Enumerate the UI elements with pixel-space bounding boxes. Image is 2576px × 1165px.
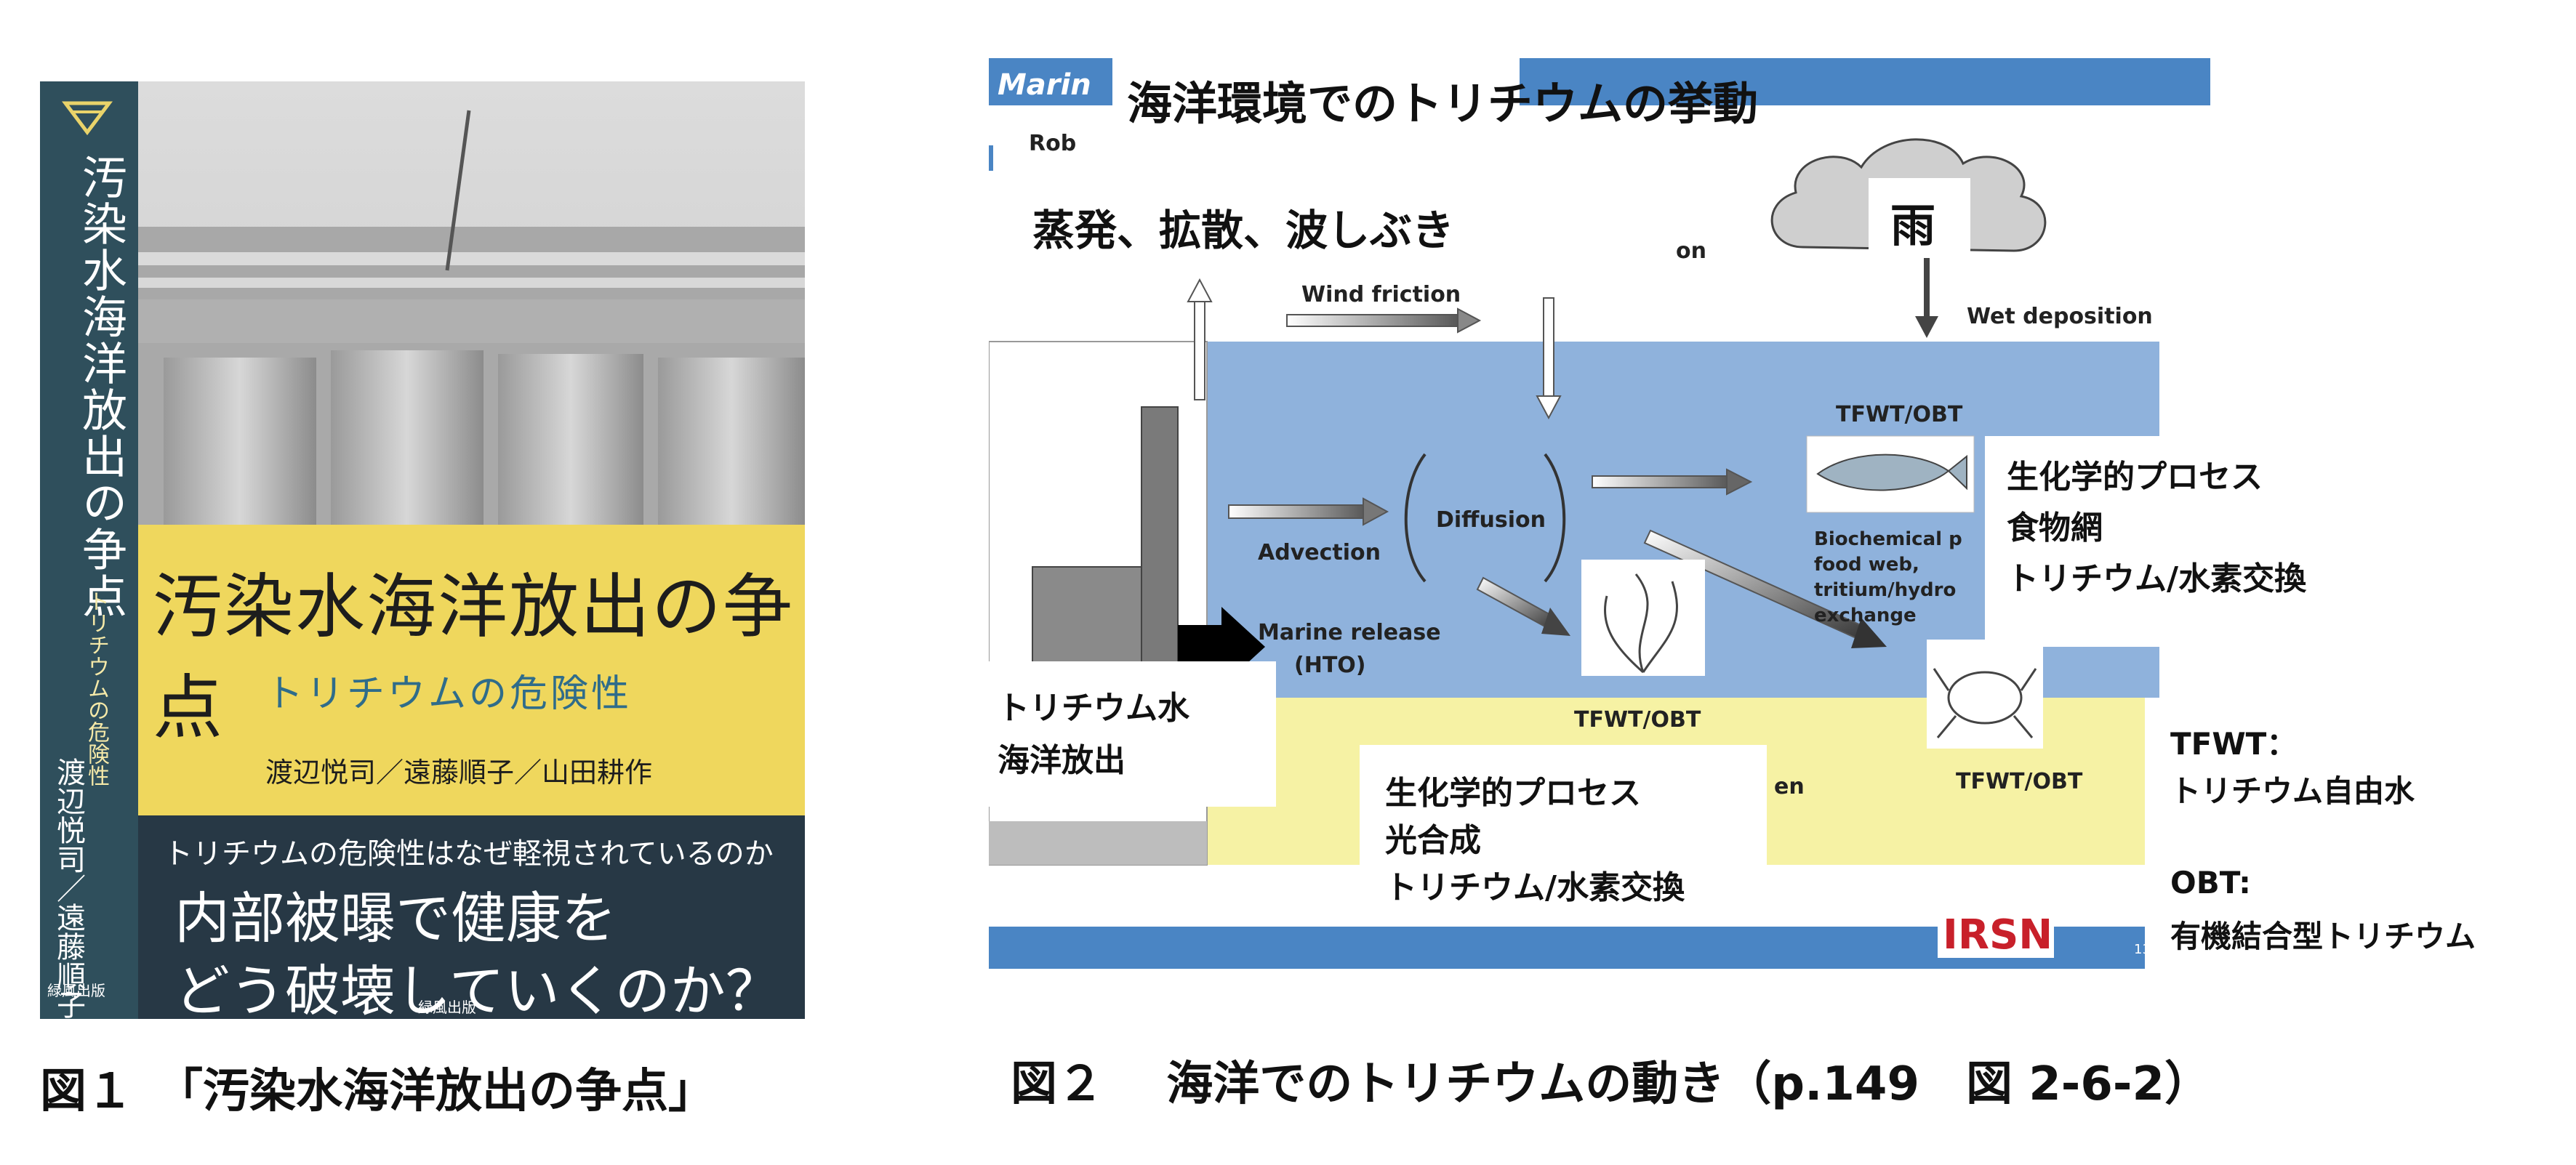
land-base bbox=[989, 821, 1207, 865]
header-fragment: Marin bbox=[998, 68, 1091, 102]
to-crab-arrowhead bbox=[1851, 618, 1887, 648]
marine-release-label: Marine release bbox=[1258, 620, 1441, 645]
advection-label: Advection bbox=[1258, 540, 1381, 565]
cover-blurb-line1: トリチウムの危険性はなぜ軽視されているのか bbox=[164, 837, 774, 871]
sub-fragment: Rob bbox=[1029, 131, 1077, 156]
tfwt-obt-crab: TFWT/OBT bbox=[1956, 769, 2083, 794]
seaweed-icon bbox=[1603, 573, 1678, 674]
slide-title-box bbox=[1112, 58, 1520, 124]
obt-definition-term: OBT: bbox=[2170, 865, 2251, 900]
cover-blurb-line3: どう破壊していくのか？ bbox=[174, 959, 781, 1019]
diffusion-right-bracket bbox=[1544, 453, 1566, 583]
cover-blurb-line2: 内部被曝で健康を bbox=[174, 886, 617, 951]
biochem-right-jp-line1: 生化学的プロセス bbox=[2007, 459, 2263, 496]
publisher-logo-icon bbox=[62, 101, 113, 136]
cover-title-band bbox=[138, 525, 805, 815]
crab-legs-icon bbox=[1933, 668, 2037, 738]
evaporation-arrow bbox=[1194, 297, 1205, 400]
biochem-en-line2: food web, bbox=[1814, 554, 1919, 576]
fragment-on: on bbox=[1676, 238, 1706, 264]
tritium-water-jp-line2: 海洋放出 bbox=[998, 742, 1126, 779]
spine-authors: 渡辺悦司／遠藤順子／山田耕作 bbox=[52, 757, 85, 1019]
crab-image bbox=[1927, 640, 2043, 749]
spine-title: 汚染水海洋放出の争点 bbox=[74, 154, 127, 619]
cover-spine bbox=[40, 81, 138, 1019]
biochem-bottom-jp-line1: 生化学的プロセス bbox=[1385, 775, 1641, 812]
biochem-right-jp-line2: 食物網 bbox=[2007, 509, 2103, 547]
figure2-caption: 図２ 海洋でのトリチウムの動き（p.149 図 2-6-2） bbox=[1011, 1057, 2211, 1111]
biochem-en-line1: Biochemical p bbox=[1814, 528, 1962, 550]
definitions-box bbox=[2145, 698, 2552, 974]
tfwt-obt-seaweed: TFWT/OBT bbox=[1574, 707, 1701, 733]
irsn-logo-box bbox=[1938, 907, 2054, 958]
cover-authors: 渡辺悦司／遠藤順子／山田耕作 bbox=[265, 757, 653, 789]
cover-title: 汚染水海洋放出の争点 bbox=[153, 566, 794, 749]
evaporation-box bbox=[1018, 182, 1483, 262]
irsn-logo: IRSN bbox=[1943, 911, 2053, 959]
advection-arrowhead bbox=[1363, 497, 1389, 526]
tfwt-definition-term: TFWT： bbox=[2170, 726, 2298, 762]
crab-icon bbox=[1947, 671, 2023, 725]
rain-box bbox=[1869, 178, 1970, 258]
wet-deposition-arrowhead bbox=[1915, 316, 1938, 338]
biochem-en-line4: exchange bbox=[1814, 605, 1917, 626]
biochem-bottom-box bbox=[1360, 745, 1767, 901]
to-seaweed-arrowhead bbox=[1541, 608, 1570, 636]
tritium-water-jp-line1: トリチウム水 bbox=[998, 690, 1189, 727]
book-cover: 汚染水海洋放出の争点 トリチウムの危険性 渡辺悦司／遠藤順子／山田耕作 緑風出版… bbox=[40, 81, 805, 1019]
tfwt-obt-fish: TFWT/OBT bbox=[1836, 402, 1963, 427]
cover-publisher: 緑風出版 bbox=[418, 999, 476, 1016]
seaweed-image bbox=[1581, 560, 1705, 676]
biochem-bottom-jp-line2: 光合成 bbox=[1385, 822, 1481, 859]
wind-friction-label: Wind friction bbox=[1301, 282, 1461, 307]
biochem-en-line3: tritium/hydro bbox=[1814, 579, 1956, 601]
figure1-caption: 図１ 「汚染水海洋放出の争点」 bbox=[40, 1064, 715, 1118]
cover-blurb-band bbox=[138, 815, 805, 1019]
fish-tail-icon bbox=[1947, 454, 1967, 491]
spine-subtitle: トリチウムの危険性 bbox=[84, 590, 109, 786]
fragment-en: en bbox=[1774, 774, 1805, 799]
biochem-right-jp-line3: トリチウム/水素交換 bbox=[2007, 560, 2307, 597]
tritium-slide: Marin bbox=[989, 58, 2210, 1003]
tank-tall bbox=[1141, 406, 1179, 698]
wet-deposition-label: Wet deposition bbox=[1967, 304, 2153, 329]
slide-side-mark bbox=[989, 145, 993, 171]
spine-publisher: 緑風出版 bbox=[47, 982, 105, 999]
diffusion-left-bracket bbox=[1404, 453, 1427, 583]
to-fish-arrow bbox=[1592, 475, 1731, 488]
tritium-water-box bbox=[989, 661, 1276, 807]
slide-title-jp: 海洋環境でのトリチウムの挙動 bbox=[1127, 77, 1759, 130]
downward-arrow bbox=[1543, 297, 1554, 400]
downward-arrowhead bbox=[1536, 395, 1562, 420]
to-fish-arrowhead bbox=[1726, 468, 1753, 496]
hto-label: (HTO) bbox=[1294, 653, 1366, 678]
wind-friction-arrow bbox=[1286, 314, 1462, 327]
advection-arrow bbox=[1228, 504, 1368, 519]
cover-subtitle: トリチウムの危険性 bbox=[265, 672, 633, 716]
wind-friction-arrowhead bbox=[1457, 307, 1482, 334]
tfwt-definition-text: トリチウム自由水 bbox=[2170, 773, 2415, 809]
evaporation-jp: 蒸発、拡散、波しぶき bbox=[1032, 206, 1455, 255]
obt-definition-text: 有機結合型トリチウム bbox=[2170, 919, 2476, 954]
evaporation-arrowhead bbox=[1187, 278, 1213, 302]
rain-jp: 雨 bbox=[1890, 199, 1936, 252]
biochem-right-box bbox=[1985, 436, 2399, 647]
biochem-bottom-jp-line3: トリチウム/水素交換 bbox=[1385, 869, 1685, 906]
diffusion-label: Diffusion bbox=[1436, 507, 1546, 533]
